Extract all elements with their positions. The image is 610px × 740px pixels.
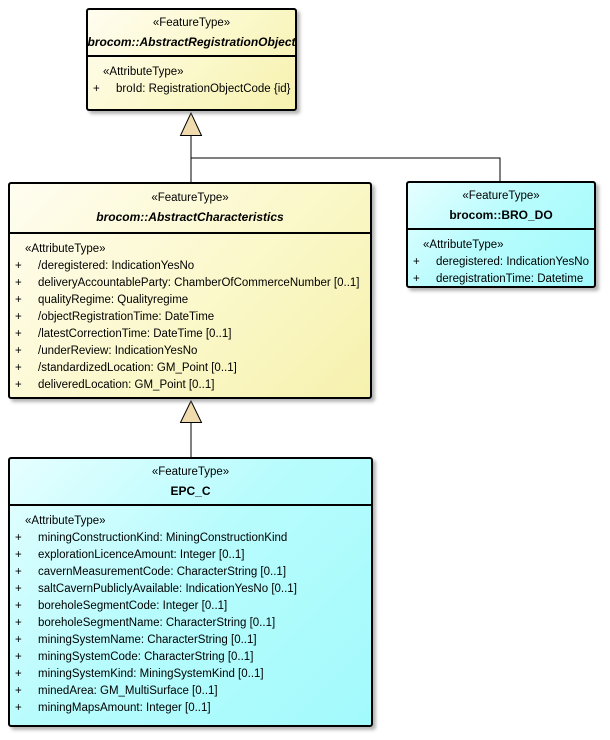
class-name: brocom::AbstractCharacteristics: [96, 210, 284, 224]
generalization-brodo-to-registrationobject[interactable]: [191, 157, 501, 181]
generalization-arrowhead-icon: [179, 399, 203, 423]
attribute-text: miningSystemCode: CharacterString [0..1]: [38, 651, 254, 663]
attribute-row: + qualityRegime: Qualityregime: [10, 292, 370, 309]
visibility-symbol: +: [15, 294, 22, 306]
visibility-symbol: +: [413, 273, 420, 285]
visibility-symbol: +: [93, 83, 100, 95]
visibility-symbol: +: [15, 328, 22, 340]
class-header: «FeatureType» brocom::AbstractCharacteri…: [10, 184, 370, 234]
attribute-row: + miningConstructionKind: MiningConstruct…: [10, 530, 371, 547]
attribute-text: /deregistered: IndicationYesNo: [38, 260, 195, 272]
class-box-bro-do[interactable]: «FeatureType» brocom::BRO_DO «AttributeT…: [406, 181, 596, 288]
visibility-symbol: +: [15, 566, 22, 578]
attribute-text: deregistrationTime: Datetime: [436, 273, 584, 285]
attribute-row: + minedArea: GM_MultiSurface [0..1]: [10, 683, 371, 700]
attribute-row: + explorationLicenceAmount: Integer [0..1…: [10, 547, 371, 564]
attribute-row: + deliveryAccountableParty: ChamberOfComm…: [10, 275, 370, 292]
attribute-row: + cavernMeasurementCode: CharacterString …: [10, 564, 371, 581]
class-name: EPC_C: [170, 483, 211, 498]
attribute-compartment: «AttributeType» + /deregistered: Indicati…: [10, 234, 370, 397]
attribute-text: broId: RegistrationObjectCode {id}: [116, 83, 291, 95]
attribute-text: minedArea: GM_MultiSurface [0..1]: [38, 685, 218, 697]
attribute-text: deregistered: IndicationYesNo: [436, 256, 590, 268]
attribute-text: qualityRegime: Qualityregime: [38, 294, 189, 306]
attribute-row: + miningSystemKind: MiningSystemKind [0..…: [10, 666, 371, 683]
class-header: «FeatureType» brocom::BRO_DO: [408, 183, 594, 230]
attribute-row: + /objectRegistrationTime: DateTime: [10, 309, 370, 326]
class-name: brocom::BRO_DO: [449, 207, 553, 222]
attribute-stereotype: «AttributeType»: [25, 243, 106, 255]
visibility-symbol: +: [15, 277, 22, 289]
class-header: «FeatureType» EPC_C: [10, 459, 371, 506]
class-name: brocom::AbstractRegistrationObject: [87, 34, 296, 49]
attribute-row: + deregistered: IndicationYesNo: [408, 254, 594, 271]
generalization-epcc-to-characteristics[interactable]: [179, 399, 203, 457]
visibility-symbol: +: [15, 634, 22, 646]
visibility-symbol: +: [15, 532, 22, 544]
attribute-compartment: «AttributeType» + deregistered: Indicatio…: [408, 230, 594, 286]
visibility-symbol: +: [15, 345, 22, 357]
visibility-symbol: +: [15, 583, 22, 595]
attribute-row: + boreholeSegmentName: CharacterString [0…: [10, 615, 371, 632]
attribute-text: /latestCorrectionTime: DateTime [0..1]: [38, 328, 232, 340]
visibility-symbol: +: [413, 256, 420, 268]
attribute-text: deliveryAccountableParty: ChamberOfComme…: [38, 277, 360, 289]
attribute-row: + saltCavernPubliclyAvailable: Indication…: [10, 581, 371, 598]
attribute-row: + /deregistered: IndicationYesNo: [10, 258, 370, 275]
attribute-stereotype: «AttributeType»: [25, 515, 106, 527]
attribute-text: miningConstructionKind: MiningConstructi…: [38, 532, 288, 544]
attribute-text: cavernMeasurementCode: CharacterString […: [38, 566, 287, 578]
class-stereotype: «FeatureType»: [152, 16, 231, 29]
attribute-stereotype: «AttributeType»: [103, 66, 184, 78]
visibility-symbol: +: [15, 685, 22, 697]
attribute-text: saltCavernPubliclyAvailable: IndicationY…: [38, 583, 297, 595]
attribute-text: explorationLicenceAmount: Integer [0..1]: [38, 549, 245, 561]
attribute-text: deliveredLocation: GM_Point [0..1]: [38, 379, 215, 391]
class-stereotype: «FeatureType»: [151, 465, 230, 478]
attribute-row: + /standardizedLocation: GM_Point [0..1]: [10, 360, 370, 377]
class-box-abstract-registration-object[interactable]: «FeatureType» brocom::AbstractRegistrati…: [86, 8, 297, 111]
attribute-text: boreholeSegmentName: CharacterString [0.…: [38, 617, 276, 629]
attribute-text: miningSystemName: CharacterString [0..1]: [38, 634, 257, 646]
visibility-symbol: +: [15, 260, 22, 272]
visibility-symbol: +: [15, 600, 22, 612]
visibility-symbol: +: [15, 702, 22, 714]
class-stereotype: «FeatureType»: [151, 192, 229, 204]
attribute-row: + /latestCorrectionTime: DateTime [0..1]: [10, 326, 370, 343]
attribute-text: /standardizedLocation: GM_Point [0..1]: [38, 362, 237, 374]
visibility-symbol: +: [15, 379, 22, 391]
class-box-epc-c[interactable]: «FeatureType» EPC_C «AttributeType» + min…: [8, 457, 373, 727]
attribute-row: + miningSystemName: CharacterString [0..1…: [10, 632, 371, 649]
attribute-row: + deliveredLocation: GM_Point [0..1]: [10, 377, 370, 394]
attribute-text: /objectRegistrationTime: DateTime: [38, 311, 215, 323]
attribute-row: + miningMapsAmount: Integer [0..1]: [10, 700, 371, 717]
attribute-row: + broId: RegistrationObjectCode {id}: [88, 81, 295, 98]
attribute-text: boreholeSegmentCode: Integer [0..1]: [38, 600, 228, 612]
attribute-text: miningMapsAmount: Integer [0..1]: [38, 702, 211, 714]
attribute-text: miningSystemKind: MiningSystemKind [0..1…: [38, 668, 264, 680]
generalization-arrowhead-icon: [179, 111, 203, 136]
visibility-symbol: +: [15, 668, 22, 680]
class-box-abstract-characteristics[interactable]: «FeatureType» brocom::AbstractCharacteri…: [8, 182, 372, 399]
visibility-symbol: +: [15, 651, 22, 663]
class-stereotype: «FeatureType»: [462, 189, 540, 202]
visibility-symbol: +: [15, 362, 22, 374]
attribute-row: + boreholeSegmentCode: Integer [0..1]: [10, 598, 371, 615]
visibility-symbol: +: [15, 311, 22, 323]
visibility-symbol: +: [15, 549, 22, 561]
class-header: «FeatureType» brocom::AbstractRegistrati…: [87, 10, 296, 57]
generalization-characteristics-to-registrationobject[interactable]: [179, 111, 203, 182]
attribute-compartment: «AttributeType» + miningConstructionKind:…: [10, 506, 371, 725]
attribute-compartment: «AttributeType» + broId: RegistrationObj…: [88, 57, 295, 109]
attribute-stereotype: «AttributeType»: [423, 239, 504, 251]
attribute-row: + /underReview: IndicationYesNo: [10, 343, 370, 360]
attribute-row: + miningSystemCode: CharacterString [0..1…: [10, 649, 371, 666]
attribute-row: + deregistrationTime: Datetime: [408, 271, 594, 286]
visibility-symbol: +: [15, 617, 22, 629]
attribute-text: /underReview: IndicationYesNo: [38, 345, 198, 357]
